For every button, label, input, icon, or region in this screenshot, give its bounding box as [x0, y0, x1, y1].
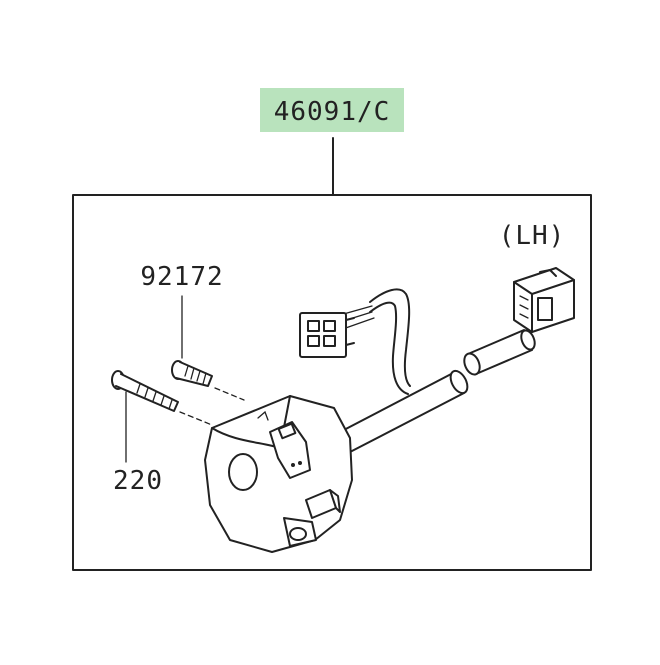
- side-label: (LH): [499, 221, 566, 251]
- bolt-lower-guide: [179, 411, 213, 426]
- dimmer-switch: [269, 421, 311, 479]
- part-number-highlight: [260, 88, 404, 132]
- main-part-number[interactable]: 46091/C: [274, 97, 391, 127]
- bolt-lower-part-number[interactable]: 220: [113, 466, 163, 496]
- handlebar-grip-segment: [463, 329, 536, 376]
- bolt-lower: [111, 370, 179, 412]
- wiring-harness: [339, 288, 411, 395]
- switch-housing: [204, 395, 353, 553]
- turn-signal-switch: [305, 489, 341, 519]
- assembly-frame: [72, 194, 592, 571]
- harness-connector: [299, 312, 355, 358]
- bolt-upper-guide: [214, 387, 245, 401]
- switch-connector: [513, 267, 575, 333]
- horn-button: [283, 517, 317, 547]
- handlebar-bore: [228, 453, 258, 491]
- handlebar-left: [339, 369, 469, 453]
- bolt-upper-part-number[interactable]: 92172: [140, 262, 223, 292]
- bolt-upper: [171, 360, 213, 387]
